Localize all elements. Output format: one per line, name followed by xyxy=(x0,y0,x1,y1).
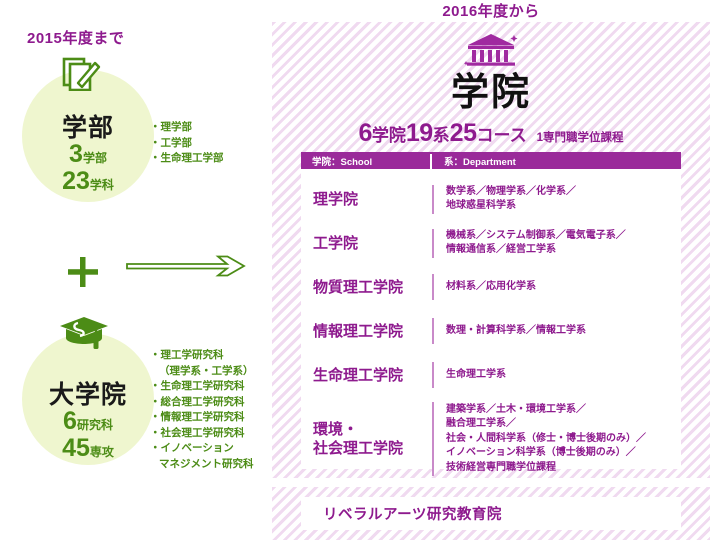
document-pencil-icon xyxy=(62,57,101,91)
column-header-school: 学院：School xyxy=(301,153,432,171)
graduate-major-count: 45 xyxy=(62,434,90,462)
list-item: ・工学部 xyxy=(150,136,192,149)
graduate-stat-schools: 6研究科 xyxy=(22,407,154,436)
cell-school-name: 工学院 xyxy=(313,234,359,252)
list-item: ・理学部 xyxy=(150,121,192,133)
cell-departments: 数理・計算科学系／情報工学系 xyxy=(432,318,681,344)
school-counts-summary: 6学院19系25コース 1専門職学位課程 xyxy=(272,119,710,148)
plus-icon xyxy=(68,257,98,287)
table-row: 生命理工学院 生命理工学系 xyxy=(301,353,681,397)
table-row: 理学院 数学系／物理学系／化学系／ 地球惑星科学系 xyxy=(301,177,681,221)
course-count-unit: コース xyxy=(476,126,527,145)
graduate-major-unit: 専攻 xyxy=(89,445,114,459)
undergraduate-stat-faculties: 3学部 xyxy=(22,140,154,169)
graduate-school-unit: 研究科 xyxy=(76,418,113,432)
cell-school-name: 情報理工学院 xyxy=(313,322,404,340)
liberal-arts-box: リベラルアーツ研究教育院 xyxy=(301,497,681,530)
undergraduate-faculty-list: ・理学部 ・工学部 ・生命理工学部 xyxy=(150,120,224,167)
cell-departments: 生命理工学系 xyxy=(432,362,681,388)
graduate-circle xyxy=(22,333,154,465)
section-title-from-2016: 2016年度から xyxy=(442,3,540,20)
department-count: 19 xyxy=(405,119,433,147)
school-count: 6 xyxy=(358,119,372,147)
column-header-department: 系：Department xyxy=(444,156,516,168)
arrow-right-icon xyxy=(126,255,246,277)
cell-departments: 建築学系／土木・環境工学系／ 融合理工学系／ 社会・人間科学系（修士・博士後期の… xyxy=(432,402,681,476)
undergraduate-stat-departments: 23学科 xyxy=(22,167,154,196)
undergraduate-heading: 学部 xyxy=(61,114,114,142)
list-item: （理学系・工学系） xyxy=(159,364,254,377)
cell-school-name: 環境・ 社会理工学院 xyxy=(313,421,404,457)
graduation-cap-icon xyxy=(60,317,108,349)
table-header-row: 学院：School 系：Department xyxy=(301,152,681,171)
list-item: ・生命理工学部 xyxy=(150,152,224,164)
cell-school-name: 物質理工学院 xyxy=(313,278,404,296)
undergraduate-department-count: 23 xyxy=(62,167,90,195)
school-main-heading: 学院 xyxy=(450,72,531,114)
table-row: 環境・ 社会理工学院 建築学系／土木・環境工学系／ 融合理工学系／ 社会・人間科… xyxy=(301,397,681,481)
cell-departments: 数学系／物理学系／化学系／ 地球惑星科学系 xyxy=(432,184,681,214)
department-count-unit: 系 xyxy=(432,126,450,145)
list-item: ・理工学研究科 xyxy=(150,349,224,361)
list-item: ・総合理工学研究科 xyxy=(150,395,245,408)
table-body: 理学院 数学系／物理学系／化学系／ 地球惑星科学系 工学院 機械系／システム制御… xyxy=(301,169,681,481)
undergraduate-circle xyxy=(22,70,154,202)
table-row: 情報理工学院 数理・計算科学系／情報工学系 xyxy=(301,309,681,353)
list-item: ・イノベーション xyxy=(150,442,234,454)
cell-departments: 材料系／応用化学系 xyxy=(432,274,681,300)
cell-departments: 機械系／システム制御系／電気電子系／ 情報通信系／経営工学系 xyxy=(432,228,681,258)
cell-school-name: 理学院 xyxy=(313,190,359,208)
graduate-school-list: ・理工学研究科 （理学系・工学系） ・生命理工学研究科 ・総合理工学研究科 ・情… xyxy=(150,348,254,472)
section-title-until-2015: 2015年度まで xyxy=(27,30,125,47)
list-item: ・社会理工学研究科 xyxy=(150,426,245,439)
graduate-school-count: 6 xyxy=(63,407,77,435)
graduate-stat-majors: 45専攻 xyxy=(22,434,154,463)
table-row: 物質理工学院 材料系／応用化学系 xyxy=(301,265,681,309)
graduate-heading: 大学院 xyxy=(48,381,127,409)
liberal-arts-label: リベラルアーツ研究教育院 xyxy=(323,507,502,523)
school-count-unit: 学院 xyxy=(371,126,406,145)
university-building-icon xyxy=(463,34,518,66)
legacy-structure-panel: 2015年度まで 学部 3学部 23学科 ・理学部 ・工学部 ・生命理工学部 大… xyxy=(0,0,272,540)
cell-school-name: 生命理工学院 xyxy=(313,366,404,384)
undergraduate-department-unit: 学科 xyxy=(89,178,114,192)
table-row: 工学院 機械系／システム制御系／電気電子系／ 情報通信系／経営工学系 xyxy=(301,221,681,265)
list-item: マネジメント研究科 xyxy=(159,457,254,470)
schools-table: 学院：School 系：Department 理学院 数学系／物理学系／化学系／… xyxy=(301,152,681,476)
undergraduate-faculty-count: 3 xyxy=(69,140,83,168)
list-item: ・生命理工学研究科 xyxy=(150,380,245,392)
list-item: ・情報理工学研究科 xyxy=(150,411,245,423)
undergraduate-faculty-unit: 学部 xyxy=(82,151,107,165)
professional-degree-note: 1専門職学位課程 xyxy=(536,132,624,144)
course-count: 25 xyxy=(449,119,477,147)
